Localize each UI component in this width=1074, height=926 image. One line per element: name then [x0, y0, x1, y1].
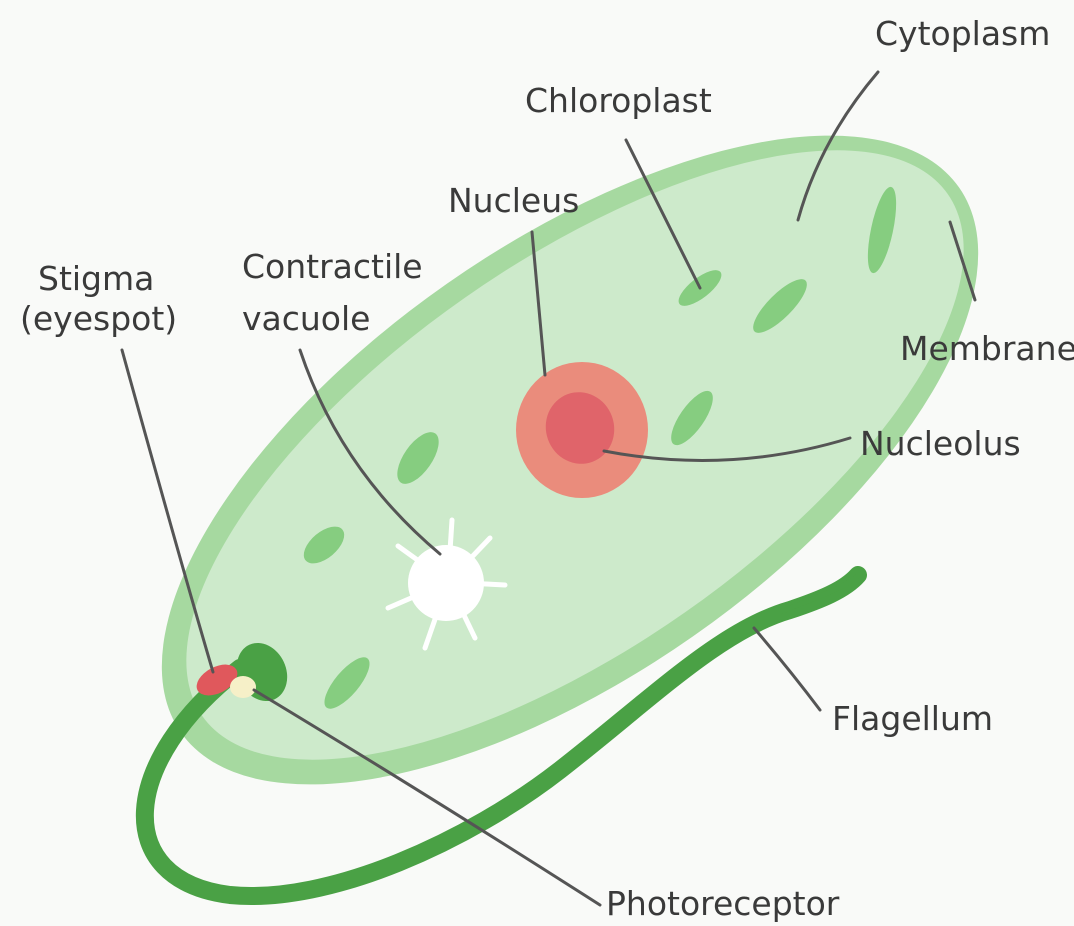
- label-vacuole: vacuole: [242, 299, 370, 338]
- label-stigma: Stigma: [38, 259, 154, 298]
- nucleus: [516, 362, 648, 498]
- label-photoreceptor: Photoreceptor: [606, 884, 840, 923]
- label-nucleolus: Nucleolus: [860, 424, 1021, 463]
- photoreceptor-body: [230, 676, 256, 698]
- label-flagellum: Flagellum: [832, 699, 993, 738]
- label-chloroplast: Chloroplast: [525, 81, 712, 120]
- label-membrane: Membrane: [900, 329, 1074, 368]
- label-cytoplasm: Cytoplasm: [875, 14, 1050, 53]
- label-contractile: Contractile: [242, 247, 423, 286]
- label-eyespot: (eyespot): [20, 299, 177, 338]
- label-nucleus: Nucleus: [448, 181, 579, 220]
